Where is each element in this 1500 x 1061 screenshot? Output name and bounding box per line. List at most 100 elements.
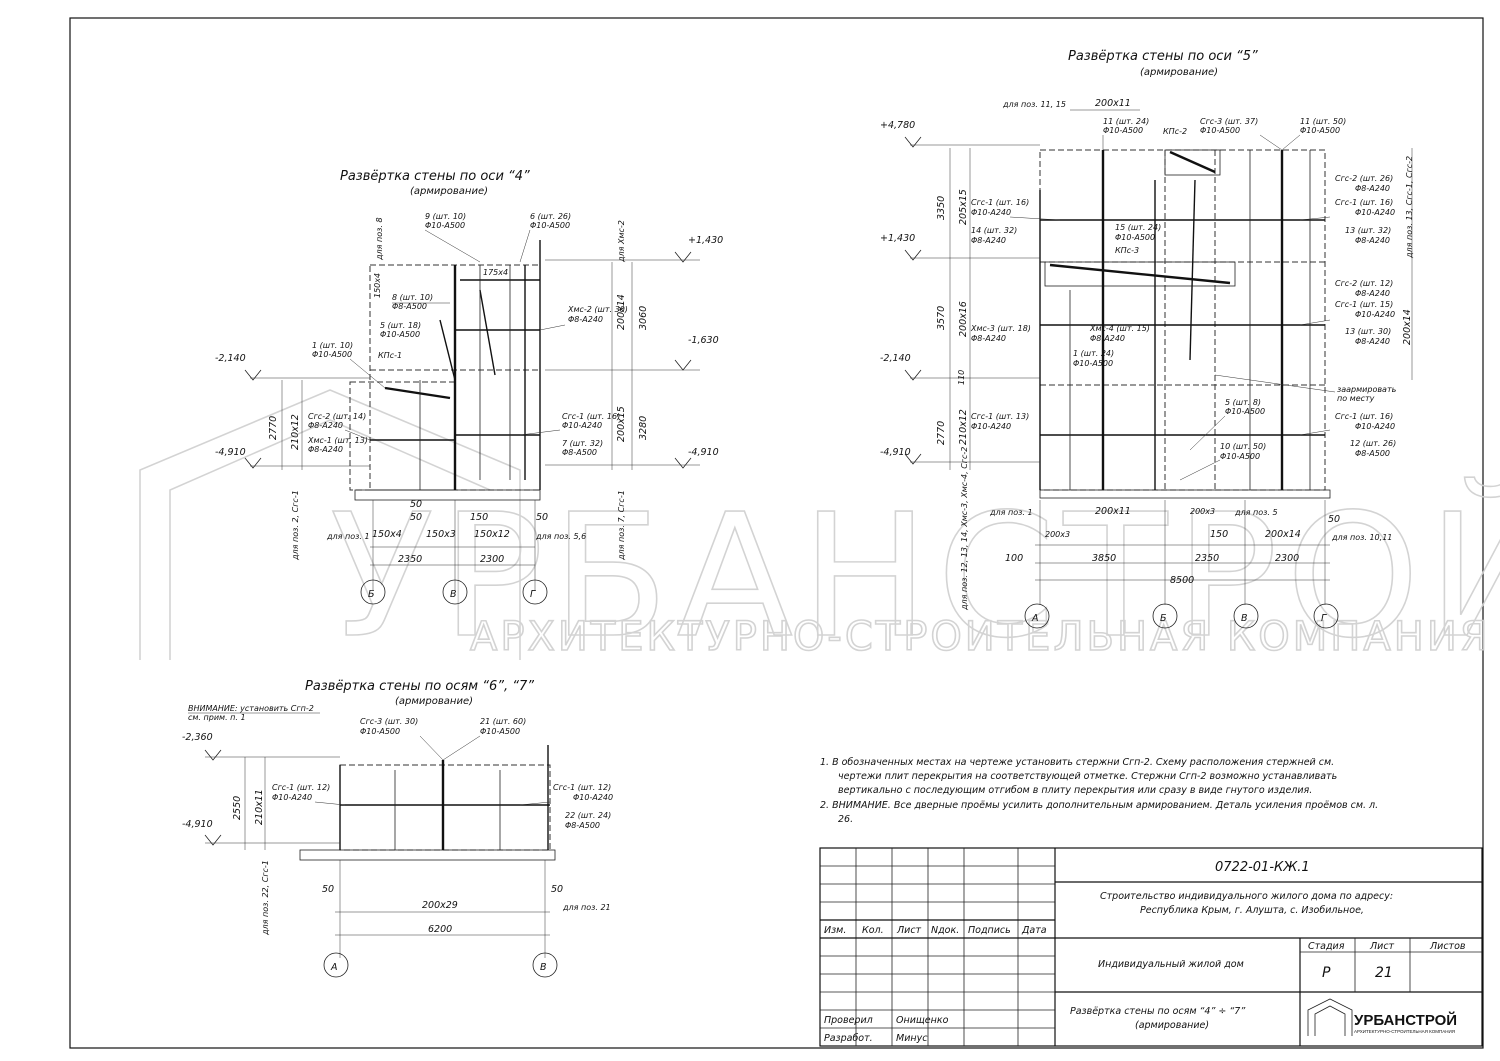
svg-text:Φ10-A240: Φ10-A240 (971, 422, 1011, 431)
svg-text:2350: 2350 (398, 554, 422, 565)
svg-text:Φ10-A240: Φ10-A240 (971, 208, 1011, 217)
watermark-tagline: АРХИТЕКТУРНО-СТРОИТЕЛЬНАЯ КОМПАНИЯ (470, 614, 1491, 660)
view5-axis-bubbles: А Б В Г (1024, 603, 1339, 629)
view5-height-200x14: 200x14 (1402, 309, 1413, 345)
view4-axis-bubbles: Б В Г (360, 579, 548, 605)
svg-text:КПс-3: КПс-3 (1115, 246, 1139, 255)
tb-col-ndok: Nдок. (931, 925, 959, 936)
title-block: Изм. Кол. Лист Nдок. Подпись Дата Провер… (819, 847, 1483, 1047)
svg-text:Φ10-A500: Φ10-A500 (1220, 452, 1260, 461)
svg-text:200x3: 200x3 (1045, 530, 1070, 539)
note-1-line-3: вертикально с последующим отгибом в плит… (838, 785, 1312, 796)
logo-roof-icon (1307, 998, 1353, 1036)
view5-top-notes: для поз. 11, 15 200x11 11 (шт. 24) Φ10-A… (1002, 98, 1346, 151)
view4-foundation (354, 489, 541, 501)
tb-sheet-value: 21 (1375, 965, 1393, 981)
svg-text:12 (шт. 26): 12 (шт. 26) (1350, 439, 1396, 448)
svg-text:Φ10-A500: Φ10-A500 (380, 330, 420, 339)
svg-text:Сгс-1 (шт. 15): Сгс-1 (шт. 15) (1335, 300, 1393, 309)
svg-text:7 (шт. 32): 7 (шт. 32) (562, 439, 603, 448)
view4-note-pos7: для поз. 7, Сгс-1 (617, 490, 626, 561)
svg-text:Φ8-A240: Φ8-A240 (971, 334, 1006, 343)
view4-height-2770: 2770 (268, 416, 279, 440)
view67-warning: ВНИМАНИЕ: установить Сгп-2 (188, 704, 314, 713)
svg-text:для поз. 11, 15: для поз. 11, 15 (1002, 100, 1066, 109)
view-axes-6-7: Развёртка стены по осям “6”, “7” (армиро… (182, 679, 613, 978)
tb-col-izm: Изм. (824, 925, 846, 936)
svg-text:Сгс-1 (шт. 16): Сгс-1 (шт. 16) (1335, 412, 1393, 421)
svg-text:КПс-1: КПс-1 (378, 351, 402, 360)
svg-text:Φ8-A240: Φ8-A240 (568, 315, 603, 324)
tb-col-list: Лист (896, 925, 922, 936)
view4-level-1: +1,430 (688, 235, 723, 246)
view5-level-1: +4,780 (880, 120, 915, 131)
view4-title: Развёртка стены по оси “4” (340, 169, 530, 184)
view5-subtitle: (армирование) (1140, 67, 1218, 78)
svg-text:6 (шт. 26): 6 (шт. 26) (530, 212, 571, 221)
svg-text:200x11: 200x11 (1095, 98, 1131, 109)
view4-height-210x12: 210x12 (290, 414, 301, 450)
svg-text:1 (шт. 10): 1 (шт. 10) (312, 341, 353, 350)
svg-text:14 (шт. 32): 14 (шт. 32) (971, 226, 1017, 235)
tb-project-line1: Строительство индивидуального жилого дом… (1100, 891, 1393, 902)
svg-text:заармировать: заармировать (1337, 385, 1397, 394)
svg-text:200x3: 200x3 (1190, 507, 1215, 516)
svg-text:Сгс-2 (шт. 26): Сгс-2 (шт. 26) (1335, 174, 1393, 183)
svg-text:Φ8-A500: Φ8-A500 (392, 302, 427, 311)
view4-axis-v: В (450, 589, 457, 600)
svg-text:3850: 3850 (1092, 553, 1116, 564)
tb-object: Индивидуальный жилой дом (1098, 959, 1244, 970)
view5-axis-v: В (1241, 613, 1248, 624)
note-2-line-1: 2. ВНИМАНИЕ. Все дверные проёмы усилить … (820, 800, 1378, 811)
svg-text:200x11: 200x11 (1095, 506, 1131, 517)
svg-text:Φ10-A500: Φ10-A500 (1200, 126, 1240, 135)
view67-foundation (299, 849, 556, 861)
view67-level-1: -2,360 (182, 732, 213, 743)
view4-height-150x4: 150x4 (373, 273, 382, 298)
svg-text:Φ10-A240: Φ10-A240 (562, 421, 602, 430)
view5-height-2770: 2770 (936, 421, 947, 445)
svg-text:Сгс-3 (шт. 30): Сгс-3 (шт. 30) (360, 717, 418, 726)
note-1-line-1: 1. В обозначенных местах на чертеже уста… (820, 757, 1334, 768)
svg-text:КПс-2: КПс-2 (1163, 127, 1187, 136)
svg-text:2300: 2300 (1275, 553, 1299, 564)
view5-height-3350: 3350 (936, 196, 947, 220)
logo-text: УРБАНСТРОЙ (1354, 1011, 1457, 1029)
svg-text:200x14: 200x14 (1265, 529, 1301, 540)
view5-levels: +4,780 +1,430 -2,140 -4,910 (880, 120, 1040, 465)
svg-text:Φ10-A500: Φ10-A500 (312, 350, 352, 359)
view67-axis-bubbles: А В (323, 952, 558, 978)
svg-text:2300: 2300 (480, 554, 504, 565)
view5-note-pos5: для поз. 5 (1234, 508, 1278, 517)
svg-text:Φ8-A240: Φ8-A240 (1355, 184, 1390, 193)
svg-text:150x12: 150x12 (474, 529, 510, 540)
svg-text:100: 100 (1005, 553, 1023, 564)
svg-text:Φ8-A240: Φ8-A240 (1355, 236, 1390, 245)
svg-text:Φ10-A500: Φ10-A500 (480, 727, 520, 736)
tb-developed-name: Минус (896, 1033, 928, 1044)
svg-text:5 (шт. 8): 5 (шт. 8) (1225, 398, 1261, 407)
svg-text:5 (шт. 18): 5 (шт. 18) (380, 321, 421, 330)
view5-height-210x12: 210x12 (958, 409, 969, 445)
view5-note-pos1: для поз. 1 (989, 508, 1033, 517)
svg-text:Сгс-2 (шт. 12): Сгс-2 (шт. 12) (1335, 279, 1393, 288)
svg-text:Φ8-A240: Φ8-A240 (308, 421, 343, 430)
svg-text:Φ8-A500: Φ8-A500 (562, 448, 597, 457)
tb-code: 0722-01-КЖ.1 (1215, 860, 1310, 875)
svg-text:150: 150 (1210, 529, 1228, 540)
svg-text:Хмс-2 (шт. 30): Хмс-2 (шт. 30) (567, 305, 628, 314)
svg-text:Φ10-A240: Φ10-A240 (272, 793, 312, 802)
svg-text:50: 50 (536, 512, 548, 523)
view4-note-pos56: для поз. 5,6 (535, 532, 586, 541)
view4-level-2: -1,630 (688, 335, 719, 346)
svg-text:150x3: 150x3 (426, 529, 456, 540)
view67-note-pos22: для поз. 22, Сгс-1 (261, 860, 270, 936)
svg-text:21 (шт. 60): 21 (шт. 60) (480, 717, 526, 726)
view5-foundation (1039, 489, 1331, 499)
svg-text:50: 50 (410, 512, 422, 523)
svg-text:Φ8-A500: Φ8-A500 (565, 821, 600, 830)
tb-sheets-label: Листов (1429, 941, 1466, 952)
view5-title: Развёртка стены по оси “5” (1068, 49, 1258, 64)
tb-stage-value: Р (1322, 965, 1331, 981)
